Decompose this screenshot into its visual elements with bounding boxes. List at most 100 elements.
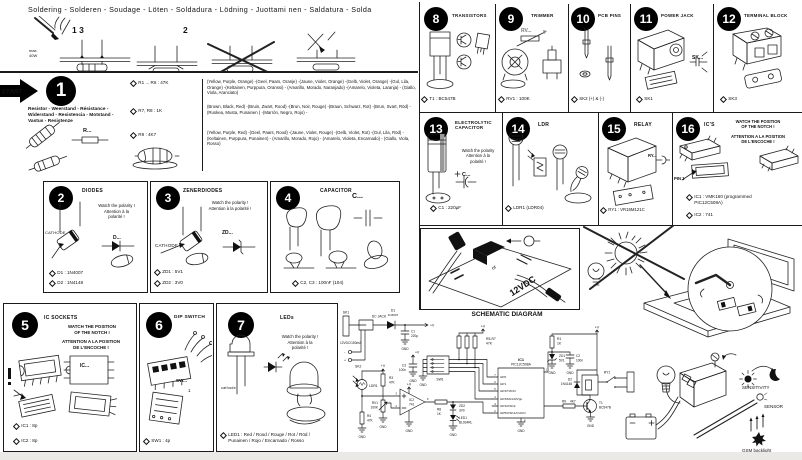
svg-text:IC2: IC2 — [409, 398, 414, 402]
step-label-2: 2 — [183, 25, 188, 35]
svg-text:R3: R3 — [389, 376, 393, 380]
svg-text:RY1: RY1 — [604, 371, 611, 375]
cathode-label: CATHODE — [45, 230, 66, 235]
svg-text:GND: GND — [358, 435, 366, 439]
section-3-badge: 3 — [156, 186, 180, 210]
socket-item: IC2 : 8p — [13, 437, 37, 445]
svg-text:3V0: 3V0 — [459, 409, 465, 413]
svg-text:5V1: 5V1 — [559, 359, 565, 363]
section-1-badge: 1 — [46, 76, 76, 106]
section-2-badge: 2 — [49, 186, 73, 210]
section-10-badge: 10 — [571, 7, 595, 31]
trimmer-symbol-label: RV... — [521, 28, 532, 34]
svg-text:GP4/OSC2: GP4/OSC2 — [500, 404, 516, 408]
svg-text:GP2/T0CKI: GP2/T0CKI — [500, 389, 516, 393]
svg-text:C1: C1 — [411, 330, 415, 334]
col-divider — [502, 113, 503, 225]
relay-symbol-label: RY... — [648, 153, 657, 158]
svg-text:220µ: 220µ — [411, 334, 418, 338]
dip-switch-circuit: GND SW1 — [418, 355, 493, 400]
ic-socket-drawing — [8, 354, 118, 418]
svg-text:GND: GND — [379, 425, 387, 429]
svg-text:1: 1 — [546, 368, 548, 372]
svg-text:100n: 100n — [576, 359, 583, 363]
svg-text:C2: C2 — [576, 354, 580, 358]
svg-text:4K7: 4K7 — [570, 400, 576, 404]
diamond-icon — [720, 95, 727, 103]
svg-text:6: 6 — [427, 397, 429, 401]
diamond-icon — [154, 279, 161, 287]
svg-text:LED1: LED1 — [459, 416, 467, 420]
led-item: LED1 : Red / Rood / Rouge / Rot / Röd / … — [220, 431, 310, 443]
color-code-text: (Yellow, Purple, Red) -(Geel, Paars, Roo… — [207, 130, 410, 147]
trimmer-item: RV1 : 100K — [498, 95, 530, 103]
svg-text:LDR1: LDR1 — [369, 384, 378, 388]
svg-text:3: 3 — [494, 402, 496, 406]
diamond-icon — [686, 193, 693, 201]
svg-text:GND: GND — [405, 429, 413, 433]
section-1-title: Resistor - Weerstand - Résistance - Wide… — [28, 107, 114, 125]
section-9-badge: 9 — [499, 7, 523, 31]
diamond-icon — [571, 95, 578, 103]
resistor-item: R1 ... R6 : 47K — [130, 79, 168, 87]
ic-item: IC1 : VMK160 (programmed PIC12C508A) — [686, 193, 752, 205]
section-6-badge: 6 — [146, 312, 172, 338]
ic1-microcontroller: IC1 PIC12C508A 7 6 5 4 3 2 GP0 GP1 GP2/T… — [491, 351, 553, 433]
section-8-badge: 8 — [424, 7, 448, 31]
switch-pin1-label: 1 — [188, 388, 191, 393]
polarity-warning: Watch the polarity ! Attention à la pola… — [281, 334, 319, 351]
led-drawing — [227, 334, 326, 425]
section-4-badge: 4 — [276, 186, 300, 210]
opamp-comparator: +V LDR1 GND R4 47K R3 47K GND RV1 100K — [352, 364, 454, 439]
svg-text:-: - — [344, 351, 346, 355]
svg-text:47K: 47K — [367, 419, 374, 423]
power-jack-item: SK1 — [636, 95, 653, 103]
relay-drawing — [607, 137, 670, 206]
svg-text:GND: GND — [587, 424, 595, 428]
col-divider — [568, 4, 569, 112]
diamond-icon — [430, 204, 437, 212]
pullup-resistors: +V R5-R7 47K — [456, 325, 496, 369]
diamond-icon — [220, 431, 227, 439]
notch-warning-fr: ATTENTION A LA POSITION DE L'ENCOCHE ! — [730, 134, 786, 145]
ldr-drawing — [508, 130, 592, 204]
resistor-drawing — [25, 122, 109, 172]
section-15-badge: 15 — [602, 117, 626, 141]
svg-text:7: 7 — [494, 373, 496, 377]
resistor-item: R7, R8 : 1K — [130, 107, 162, 115]
svg-text:GND: GND — [409, 379, 417, 383]
diamond-icon — [421, 95, 428, 103]
svg-text:RV1: RV1 — [372, 401, 378, 405]
svg-text:GND: GND — [566, 371, 574, 375]
notch-warning-en: WATCH THE POSITION OF THE NOTCH ! — [68, 324, 116, 335]
resistor-symbol-label: R... — [83, 128, 92, 134]
svg-text:1N4007: 1N4007 — [388, 313, 399, 317]
electrolytic-drawing — [425, 133, 477, 204]
diamond-icon — [130, 107, 137, 115]
start-arrow: START — [0, 79, 38, 103]
elco-item: C1 : 220µF — [430, 204, 461, 212]
dip-switch-item: SW1 : 4p — [143, 437, 170, 445]
diamond-icon — [130, 79, 137, 87]
svg-text:+V: +V — [381, 364, 386, 368]
diamond-icon — [130, 131, 137, 139]
svg-text:GP5/OSC1/CLKIN: GP5/OSC1/CLKIN — [500, 411, 525, 415]
row-divider — [420, 225, 802, 227]
pcb-pin-drawing — [579, 27, 614, 81]
socket-item: IC1 : 8p — [13, 422, 37, 430]
jack-symbol-label: SK... — [692, 55, 704, 61]
svg-text:R4: R4 — [367, 414, 371, 418]
svg-text:R1: R1 — [557, 337, 561, 341]
svg-text:SK1: SK1 — [343, 311, 350, 315]
polarity-warning: Watch the polarity ! Attention à la pola… — [98, 203, 135, 220]
section-16-badge: 16 — [676, 117, 700, 141]
section-8-title: TRANSISTORS — [452, 13, 487, 18]
diamond-icon — [13, 422, 20, 430]
section-6-title: DIP SWITCH — [174, 315, 206, 320]
usage-illustration — [625, 352, 780, 447]
svg-text:+V: +V — [481, 325, 486, 329]
zener-drawing — [160, 206, 256, 266]
start-label: START — [2, 89, 24, 96]
section-11-badge: 11 — [634, 7, 658, 31]
row-divider — [420, 112, 802, 114]
